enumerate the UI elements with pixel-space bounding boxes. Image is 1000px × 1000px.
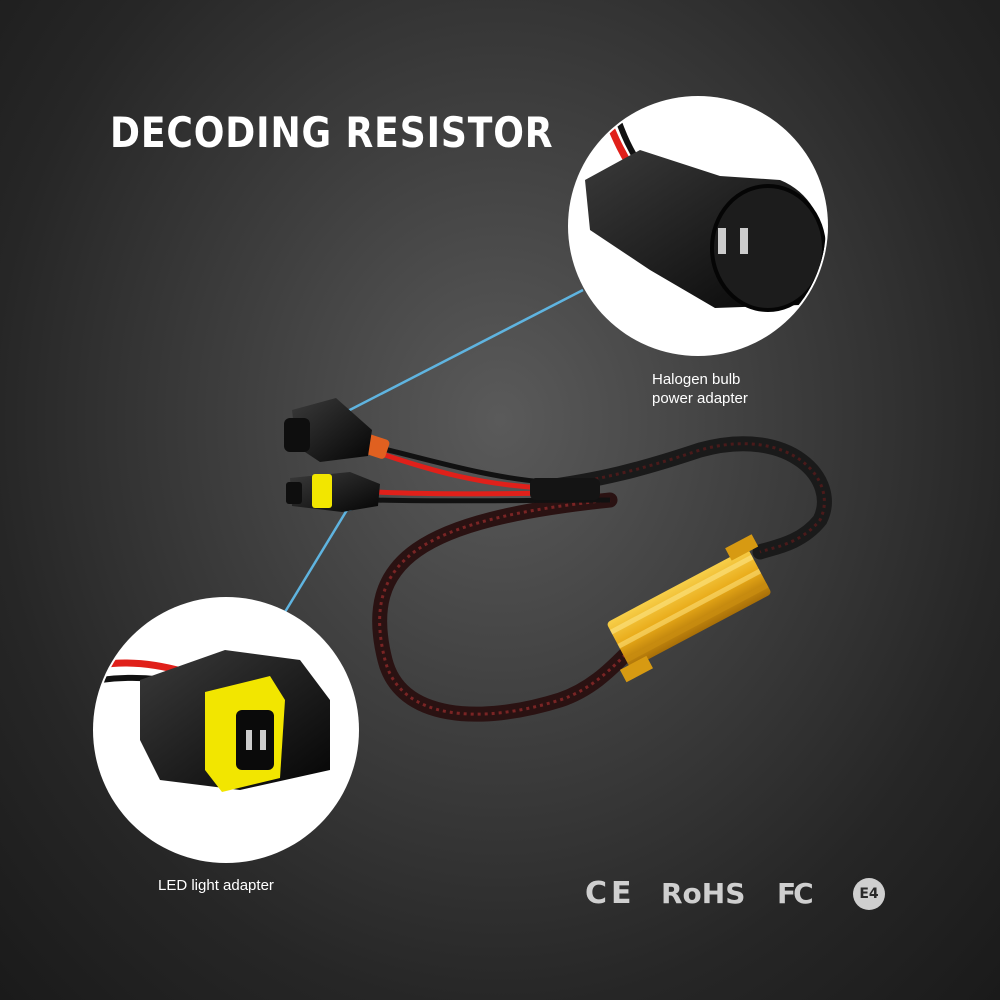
certification-logos: CE RoHS FC E4 bbox=[585, 874, 905, 914]
page-title: DECODING RESISTOR bbox=[110, 108, 554, 157]
halogen-plug-small bbox=[284, 398, 390, 462]
resistor bbox=[607, 534, 771, 683]
heat-shrink-joint bbox=[530, 478, 600, 500]
led-plug-small bbox=[286, 472, 380, 512]
halogen-caption-line2: power adapter bbox=[652, 390, 748, 407]
halogen-caption: Halogen bulb power adapter bbox=[652, 370, 812, 408]
callout-line-halogen bbox=[339, 288, 584, 417]
braided-sleeve-lower bbox=[372, 492, 633, 722]
ce-mark: CE bbox=[585, 876, 636, 911]
halogen-caption-line1: Halogen bulb bbox=[652, 371, 741, 388]
led-zoom-circle bbox=[93, 597, 359, 863]
red-wire-upper bbox=[384, 452, 546, 491]
black-wire-upper bbox=[379, 445, 546, 485]
fc-mark: FC bbox=[777, 877, 814, 910]
black-wire-lower bbox=[374, 497, 611, 504]
halogen-zoom-circle bbox=[568, 96, 828, 356]
rohs-mark: RoHS bbox=[661, 877, 746, 910]
led-caption: LED light adapter bbox=[158, 877, 274, 894]
callout-line-led bbox=[283, 504, 352, 613]
e4-mark: E4 bbox=[853, 878, 885, 910]
